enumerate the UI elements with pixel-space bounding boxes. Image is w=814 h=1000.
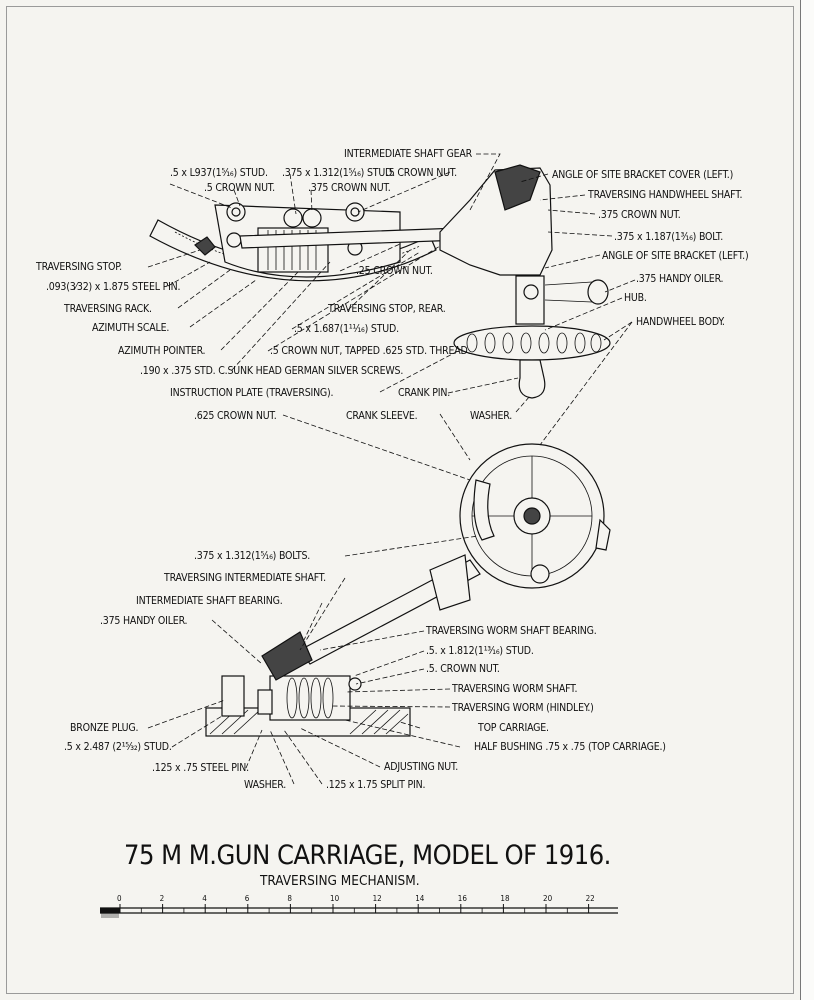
label-crown-nut-5-right: .5 CROWN NUT. <box>386 167 457 179</box>
label-azimuth-scale: AZIMUTH SCALE. <box>92 322 169 334</box>
intermediate-bevel-gear <box>261 631 313 681</box>
scale-tick-label: 8 <box>287 894 292 903</box>
crown-nut-mid-a <box>283 208 303 228</box>
label-stud-1937: .5 x L937(1⁵⁄₁₆) STUD. <box>170 167 268 179</box>
bronze-plug-stud <box>221 675 245 717</box>
label-bronze-plug: BRONZE PLUG. <box>70 722 138 734</box>
label-crank-sleeve: CRANK SLEEVE. <box>346 410 417 422</box>
label-bolt-375-1187: .375 x 1.187(1³⁄₁₆) BOLT. <box>614 231 723 243</box>
handwheel-center-nut <box>523 507 541 525</box>
crown-nut-right-center <box>350 207 360 217</box>
label-crown-nut-25: .25 CROWN NUT. <box>356 265 433 277</box>
scale-tick-label: 6 <box>245 894 250 903</box>
label-bolts-375: .375 x 1.312(1⁵⁄₁₆) BOLTS. <box>194 550 310 562</box>
label-intermediate-shaft-bearing: INTERMEDIATE SHAFT BEARING. <box>136 595 283 607</box>
label-half-bushing: HALF BUSHING .75 x .75 (TOP CARRIAGE.) <box>474 741 666 753</box>
label-stud-5-1687: .5 x 1.687(1¹¹⁄₁₆) STUD. <box>294 323 399 335</box>
crown-nut-5-lower <box>348 677 362 691</box>
crank-handle <box>518 359 546 399</box>
handy-oiler-shape <box>587 279 609 305</box>
label-top-carriage: TOP CARRIAGE. <box>477 722 549 734</box>
scale-bar: 0 2 4 6 8 10 12 14 16 18 20 22 <box>100 894 618 918</box>
label-traversing-intermediate-shaft: TRAVERSING INTERMEDIATE SHAFT. <box>163 572 326 584</box>
label-intermediate-shaft-gear: INTERMEDIATE SHAFT GEAR <box>344 148 473 160</box>
scale-tick-label: 2 <box>160 894 165 903</box>
label-washer-lower: WASHER. <box>244 779 286 791</box>
label-crown-nut-375-right: .375 CROWN NUT. <box>598 209 681 221</box>
label-instruction-plate: INSTRUCTION PLATE (TRAVERSING). <box>170 387 333 399</box>
shaft-bearing-upper <box>429 554 471 611</box>
scale-tick-label: 10 <box>330 894 340 903</box>
label-crown-nut-tapped: .5 CROWN NUT, TAPPED .625 STD. THREAD. <box>270 345 470 357</box>
crown-nut-left-center <box>231 207 241 217</box>
hub-bolt <box>523 284 539 300</box>
top-carriage-hatching <box>209 709 409 735</box>
scale-tick-label: 22 <box>586 894 595 903</box>
label-crown-nut-375: .375 CROWN NUT. <box>308 182 391 194</box>
label-handy-oiler-375: .375 HANDY OILER. <box>636 273 723 285</box>
scale-tick-label: 14 <box>415 894 425 903</box>
traversing-stop-shape <box>194 236 216 256</box>
handwheel-front-view <box>459 443 611 589</box>
label-handy-oiler-375-lower: .375 HANDY OILER. <box>100 615 187 627</box>
worm-shaft-housing <box>269 675 351 721</box>
crown-nut-mid-b <box>302 208 322 228</box>
label-crown-nut-5-left: .5 CROWN NUT. <box>204 182 275 194</box>
label-hub: HUB. <box>624 292 647 304</box>
label-traversing-stop: TRAVERSING STOP. <box>35 261 122 273</box>
label-worm-hindley: TRAVERSING WORM (HINDLEY.) <box>451 702 594 714</box>
label-angle-bracket-cover: ANGLE OF SITE BRACKET COVER (LEFT.) <box>552 169 733 181</box>
leader-lines <box>147 153 636 785</box>
hub-shaft <box>515 275 545 325</box>
scale-tick-label: 16 <box>458 894 468 903</box>
label-traversing-rack: TRAVERSING RACK. <box>63 303 152 315</box>
label-angle-bracket-left: ANGLE OF SITE BRACKET (LEFT.) <box>602 250 748 262</box>
label-steel-pin-093: .093(3⁄32) x 1.875 STEEL PIN. <box>46 281 180 293</box>
label-adjusting-nut: ADJUSTING NUT. <box>384 761 458 773</box>
lower-section-drawing <box>205 554 481 737</box>
label-steel-pin-125: .125 x .75 STEEL PIN. <box>152 762 249 774</box>
drawing-title: 75 M M.GUN CARRIAGE, MODEL OF 1916. <box>124 840 611 871</box>
crank-sleeve-side <box>595 518 611 551</box>
label-crown-nut-5-lower: .5. CROWN NUT. <box>426 663 500 675</box>
crank-pin-hole <box>530 564 550 584</box>
adjusting-nut-shape <box>257 689 273 715</box>
label-stud-5-2487: .5 x 2.487 (2¹⁵⁄₃₂) STUD. <box>64 741 172 753</box>
upper-labels: INTERMEDIATE SHAFT GEAR .5 x L937(1⁵⁄₁₆)… <box>35 148 749 422</box>
label-worm-shaft: TRAVERSING WORM SHAFT. <box>451 683 577 695</box>
drawing-subtitle: TRAVERSING MECHANISM. <box>259 873 420 889</box>
lower-labels: .375 x 1.312(1⁵⁄₁₆) BOLTS. TRAVERSING IN… <box>64 550 666 791</box>
label-crown-nut-625: .625 CROWN NUT. <box>194 410 277 422</box>
label-split-pin: .125 x 1.75 SPLIT PIN. <box>326 779 425 791</box>
crown-nut-lower-left <box>226 232 242 248</box>
upper-assembly-drawing <box>149 164 611 399</box>
scale-tick-label: 20 <box>543 894 553 903</box>
label-traversing-stop-rear: TRAVERSING STOP, REAR. <box>327 303 446 315</box>
scale-tick-label: 12 <box>373 894 382 903</box>
hindley-worm-threads <box>286 677 334 719</box>
label-worm-shaft-bearing: TRAVERSING WORM SHAFT BEARING. <box>425 625 597 637</box>
label-stud-375-1312: .375 x 1.312(1⁵⁄₁₆) STUD. <box>282 167 395 179</box>
label-handwheel-body: HANDWHEEL BODY. <box>636 316 725 328</box>
label-traversing-handwheel-shaft: TRAVERSING HANDWHEEL SHAFT. <box>587 189 742 201</box>
oiler-pipe <box>544 281 593 303</box>
label-washer-upper: WASHER. <box>470 410 512 422</box>
instruction-plate <box>473 479 495 541</box>
handwheel-knurl <box>466 332 602 354</box>
scale-tick-label: 4 <box>202 894 207 903</box>
sheet-frame <box>6 6 794 994</box>
label-azimuth-pointer: AZIMUTH POINTER. <box>118 345 205 357</box>
label-silver-screws: .190 x .375 STD. C.SUNK HEAD GERMAN SILV… <box>140 365 403 377</box>
right-margin-strip <box>800 0 814 1000</box>
scale-tick-label: 18 <box>500 894 510 903</box>
label-stud-5-1812: .5. x 1.812(1¹³⁄₁₆) STUD. <box>426 645 534 657</box>
label-crank-pin: CRANK PIN. <box>398 387 450 399</box>
intermediate-shaft-gear <box>494 164 541 211</box>
scale-tick-label: 0 <box>117 894 122 903</box>
